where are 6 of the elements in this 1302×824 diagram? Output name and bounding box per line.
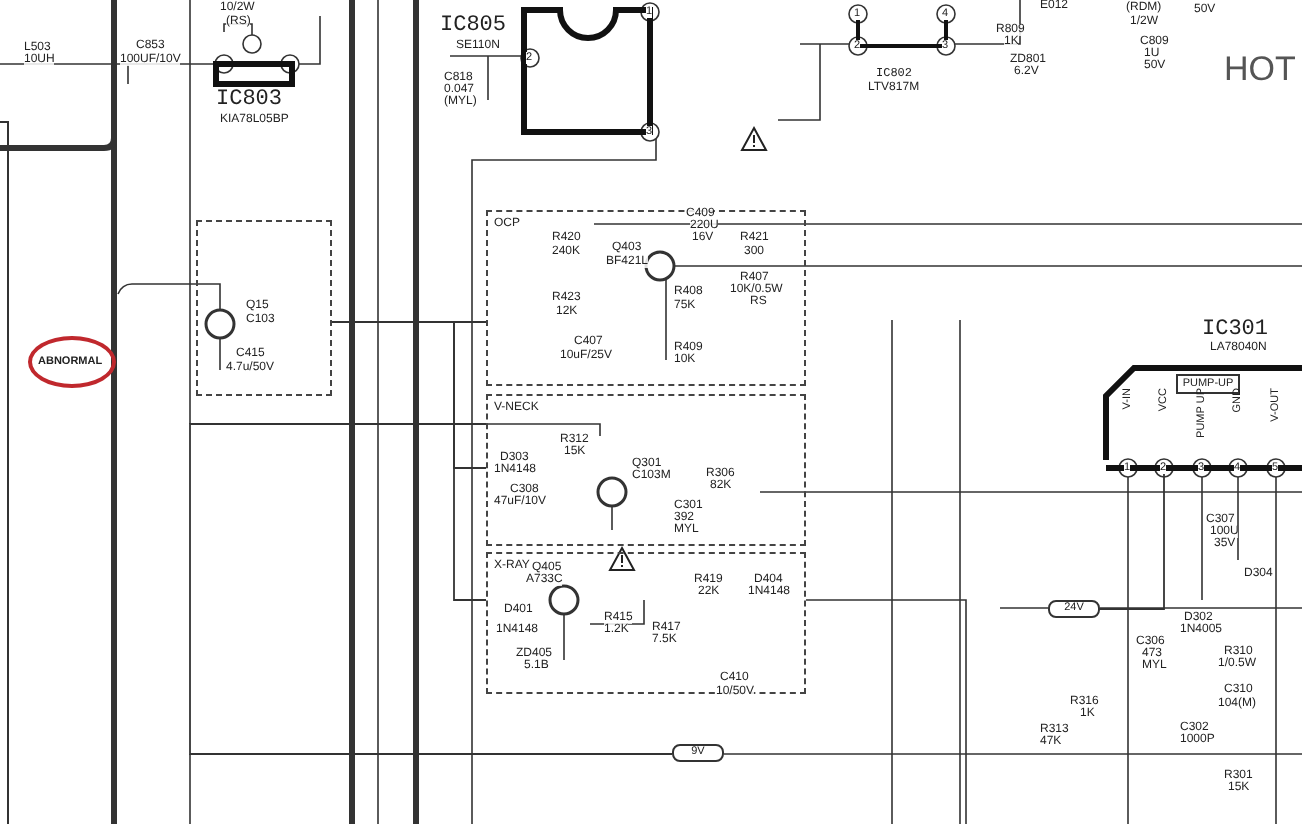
ic-designator: IC803 xyxy=(216,90,283,112)
wire xyxy=(189,423,673,755)
region-label: HOT xyxy=(1224,52,1296,86)
ic-designator: IC301 xyxy=(1202,320,1269,342)
ic-designator: IC805 xyxy=(440,16,507,38)
highlight-ellipse xyxy=(28,336,116,388)
